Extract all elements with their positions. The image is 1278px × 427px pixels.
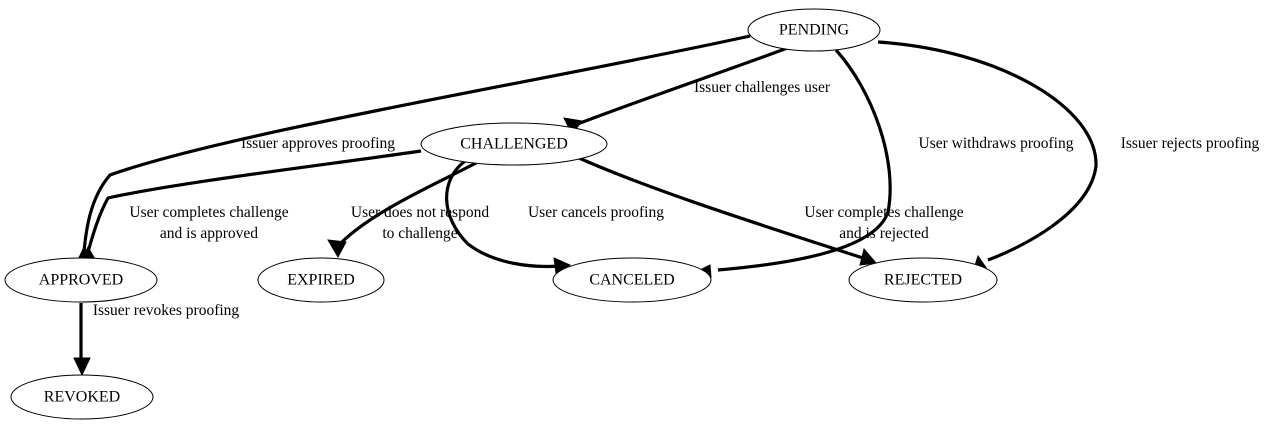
edge-label-pending-rejected: Issuer rejects proofing — [1121, 135, 1260, 152]
node-shape-revoked — [10, 374, 154, 420]
node-shape-challenged — [420, 122, 608, 166]
edge-pending-to-approved — [82, 34, 751, 253]
edge-label-challenged-expired: User does not respond to challenge — [351, 204, 489, 242]
arrow-approved-revoked — [73, 357, 91, 377]
arrow-challenged-expired — [327, 239, 347, 259]
node-label-revoked: REVOKED — [44, 389, 120, 406]
edge-label-line: Issuer approves proofing — [241, 135, 395, 152]
edge-label-line: Issuer challenges user — [694, 79, 831, 96]
edge-pending-to-canceled — [717, 48, 892, 272]
edge-label-line: and is rejected — [839, 225, 929, 242]
edge-label-line: Issuer revokes proofing — [93, 302, 240, 319]
edge-label-pending-challenged: Issuer challenges user — [694, 79, 831, 96]
state-node-challenged[interactable]: CHALLENGED — [420, 122, 608, 166]
node-shape-pending — [747, 8, 881, 52]
edge-pending-to-challenged — [574, 45, 791, 127]
state-node-pending[interactable]: PENDING — [747, 8, 881, 52]
node-label-challenged: CHALLENGED — [460, 136, 568, 153]
edge-label-challenged-rejected: User completes challenge and is rejected — [804, 204, 963, 242]
edge-label-approved-revoked: Issuer revokes proofing — [93, 302, 240, 319]
edge-label-line: and is approved — [160, 225, 258, 242]
state-node-rejected[interactable]: REJECTED — [848, 257, 998, 303]
state-node-expired[interactable]: EXPIRED — [257, 257, 385, 303]
edge-label-challenged-canceled: User cancels proofing — [528, 204, 664, 221]
arrow-pending-challenged — [563, 117, 583, 135]
edge-challenged-to-rejected — [578, 156, 873, 263]
edge-label-pending-canceled: User withdraws proofing — [919, 135, 1074, 152]
node-shape-approved — [4, 257, 158, 303]
edge-label-pending-approved: User completes challenge and is approved — [129, 204, 288, 242]
edge-label-line: to challenge — [382, 225, 457, 242]
node-shape-expired — [257, 257, 385, 303]
node-shape-rejected — [848, 257, 998, 303]
edge-label-line: Issuer rejects proofing — [1121, 135, 1260, 152]
state-node-approved[interactable]: APPROVED — [4, 257, 158, 303]
node-layer: PENDING CHALLENGED APPROVED EXPIRED CANCELED… — [4, 8, 998, 420]
edge-label-line: User withdraws proofing — [919, 135, 1074, 152]
node-label-pending: PENDING — [779, 22, 850, 39]
node-label-canceled: CANCELED — [589, 272, 674, 289]
node-label-rejected: REJECTED — [884, 272, 962, 289]
edge-label-challenged-approved: Issuer approves proofing — [241, 135, 395, 152]
edge-challenged-to-expired — [336, 161, 477, 248]
edge-challenged-to-approved — [86, 149, 422, 253]
state-node-revoked[interactable]: REVOKED — [10, 374, 154, 420]
edge-challenged-to-canceled — [445, 159, 561, 269]
state-node-canceled[interactable]: CANCELED — [552, 257, 712, 303]
edge-label-line: User completes challenge — [129, 204, 288, 221]
edge-pending-to-rejected — [877, 40, 1098, 262]
node-shape-canceled — [552, 257, 712, 303]
node-label-approved: APPROVED — [39, 272, 123, 289]
node-label-expired: EXPIRED — [287, 272, 355, 289]
arrow-challenged-rejected — [859, 247, 877, 266]
edge-label-line: User cancels proofing — [528, 204, 664, 221]
edge-layer — [79, 34, 1098, 368]
edge-label-line: User completes challenge — [804, 204, 963, 221]
edge-label-line: User does not respond — [351, 204, 489, 221]
